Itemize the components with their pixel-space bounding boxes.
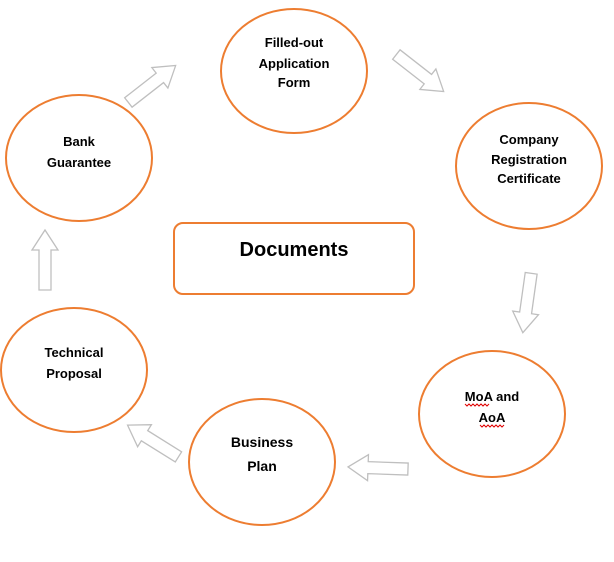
arrow-certificate-to-moa xyxy=(511,271,540,334)
label-technical-proposal-2: Proposal xyxy=(46,366,102,381)
spellcheck-underline-aoa xyxy=(479,424,505,428)
label-registration-certificate-2: Registration xyxy=(491,152,567,167)
arrow-application-to-certificate xyxy=(391,48,445,93)
label-business-plan-1: Business xyxy=(231,434,293,450)
circle-technical-proposal xyxy=(0,307,148,433)
circle-application-form xyxy=(220,8,368,134)
label-moa-aoa-2: AoA xyxy=(479,410,506,425)
label-business-plan-2: Plan xyxy=(247,458,277,474)
spellcheck-underline-moa xyxy=(464,403,490,407)
circle-business-plan xyxy=(188,398,336,526)
label-technical-proposal-1: Technical xyxy=(44,345,103,360)
label-application-form-1: Filled-out xyxy=(265,35,324,50)
arrow-bank-to-application xyxy=(123,64,177,109)
arrow-technical-to-bank xyxy=(30,228,60,291)
circle-moa-aoa xyxy=(418,350,566,478)
arrow-business-plan-to-technical xyxy=(126,424,183,463)
label-registration-certificate-1: Company xyxy=(499,132,559,147)
arrow-moa-to-business-plan xyxy=(346,453,409,482)
label-bank-guarantee-1: Bank xyxy=(63,134,96,149)
label-moa-aoa-1: MoA and xyxy=(465,389,519,404)
circle-bank-guarantee xyxy=(5,94,153,222)
circle-registration-certificate xyxy=(455,102,603,230)
label-application-form-2: Application xyxy=(259,56,330,71)
label-bank-guarantee-2: Guarantee xyxy=(47,155,111,170)
center-label: Documents xyxy=(240,239,349,261)
label-registration-certificate-3: Certificate xyxy=(497,171,561,186)
center-box xyxy=(173,222,415,295)
label-application-form-3: Form xyxy=(278,75,311,90)
